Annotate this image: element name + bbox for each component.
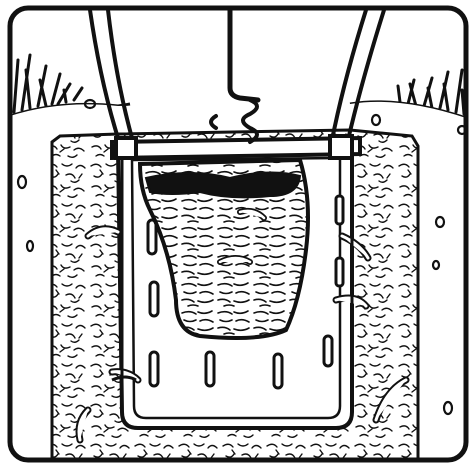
scene	[10, 8, 466, 460]
compost-surface	[146, 172, 300, 197]
bin-rim	[112, 138, 360, 158]
